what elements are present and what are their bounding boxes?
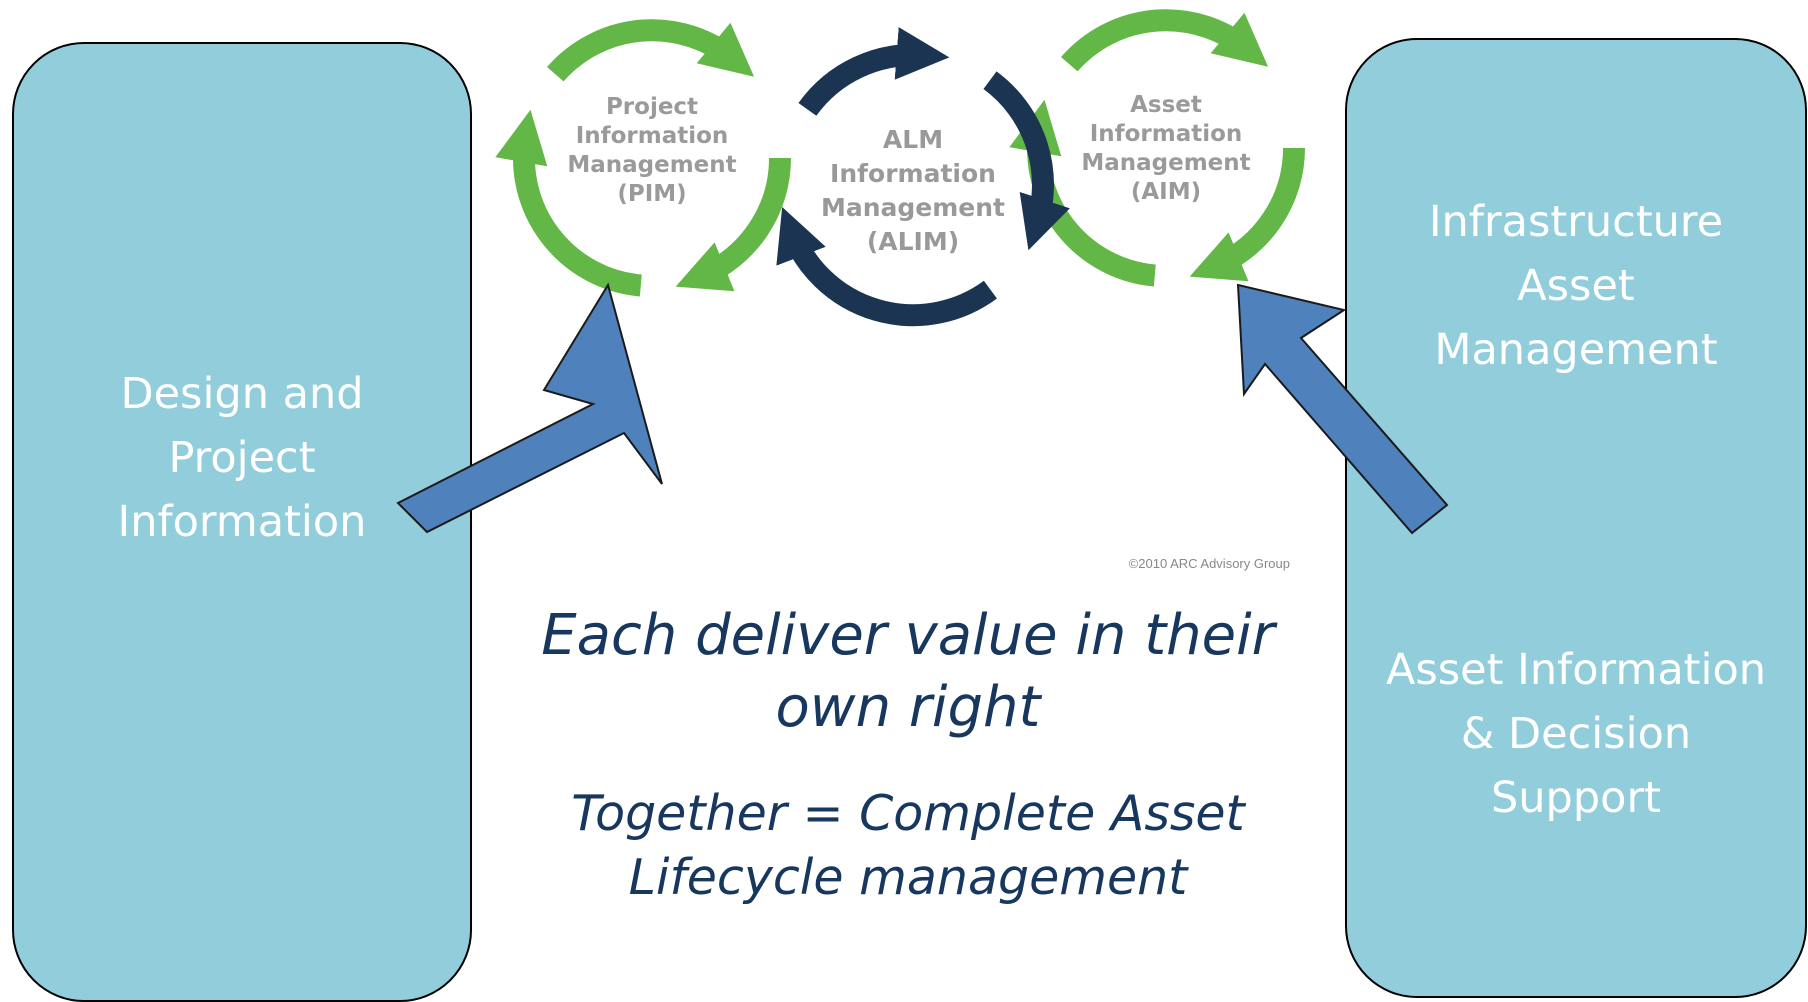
right-panel-top-line: Asset (1517, 261, 1635, 311)
right-panel: Infrastructure Asset Management Asset In… (1345, 38, 1807, 998)
main-message-line: Each deliver value in their (541, 603, 1275, 668)
pim-cycle: Project Information Management (PIM) (495, 19, 792, 297)
pim-label-line: (PIM) (617, 181, 686, 207)
sub-message-line: Lifecycle management (628, 849, 1188, 906)
aim-cycle-arrow (1009, 99, 1156, 287)
aim-label-line: (AIM) (1131, 179, 1201, 205)
aim-cycle: Asset Information Management (AIM) (1009, 9, 1306, 287)
alim-label-line: ALM (883, 125, 943, 154)
right-panel-bottom-line: Support (1491, 773, 1661, 823)
right-panel-top-line: Management (1434, 325, 1718, 375)
pim-cycle-arrow (495, 109, 642, 297)
aim-cycle-arrow (1061, 9, 1269, 72)
alim-cycle: ALM Information Management (ALIM) (776, 27, 1070, 327)
pim-cycle-arrow (547, 19, 755, 82)
left-panel: Design and Project Information (12, 42, 472, 1002)
left-panel-line: Information (117, 497, 367, 547)
alim-label-line: (ALIM) (867, 227, 959, 256)
alim-label-line: Management (821, 193, 1005, 222)
right-panel-bottom-text: Asset Information & Decision Support (1347, 638, 1805, 830)
right-panel-top-line: Infrastructure (1428, 197, 1724, 247)
alim-cycle-arrow (798, 27, 950, 116)
alim-cycle-arrow (776, 206, 997, 327)
aim-cycle-arrow (1189, 147, 1306, 282)
aim-label-line: Management (1081, 150, 1250, 176)
aim-label-line: Information (1090, 121, 1243, 147)
alim-cycle-arrow (983, 71, 1070, 251)
aim-label-line: Asset (1130, 92, 1202, 118)
left-panel-line: Design and (120, 369, 364, 419)
pim-label-line: Information (576, 123, 729, 149)
pim-cycle-arrow (675, 157, 792, 292)
main-message-line: own right (775, 675, 1041, 740)
left-panel-line: Project (168, 433, 316, 483)
sub-message-line: Together = Complete Asset (571, 785, 1245, 842)
pim-label-line: Management (567, 152, 736, 178)
right-panel-top-text: Infrastructure Asset Management (1347, 190, 1805, 382)
sub-message: Together = Complete Asset Lifecycle mana… (478, 782, 1338, 910)
main-message: Each deliver value in their own right (478, 600, 1338, 744)
left-panel-text: Design and Project Information (14, 362, 470, 554)
alim-label-line: Information (830, 159, 996, 188)
right-panel-bottom-line: Asset Information (1385, 645, 1767, 695)
copyright-text: ©2010 ARC Advisory Group (1128, 556, 1290, 571)
pim-label-line: Project (606, 94, 698, 120)
right-panel-bottom-line: & Decision (1460, 709, 1692, 759)
